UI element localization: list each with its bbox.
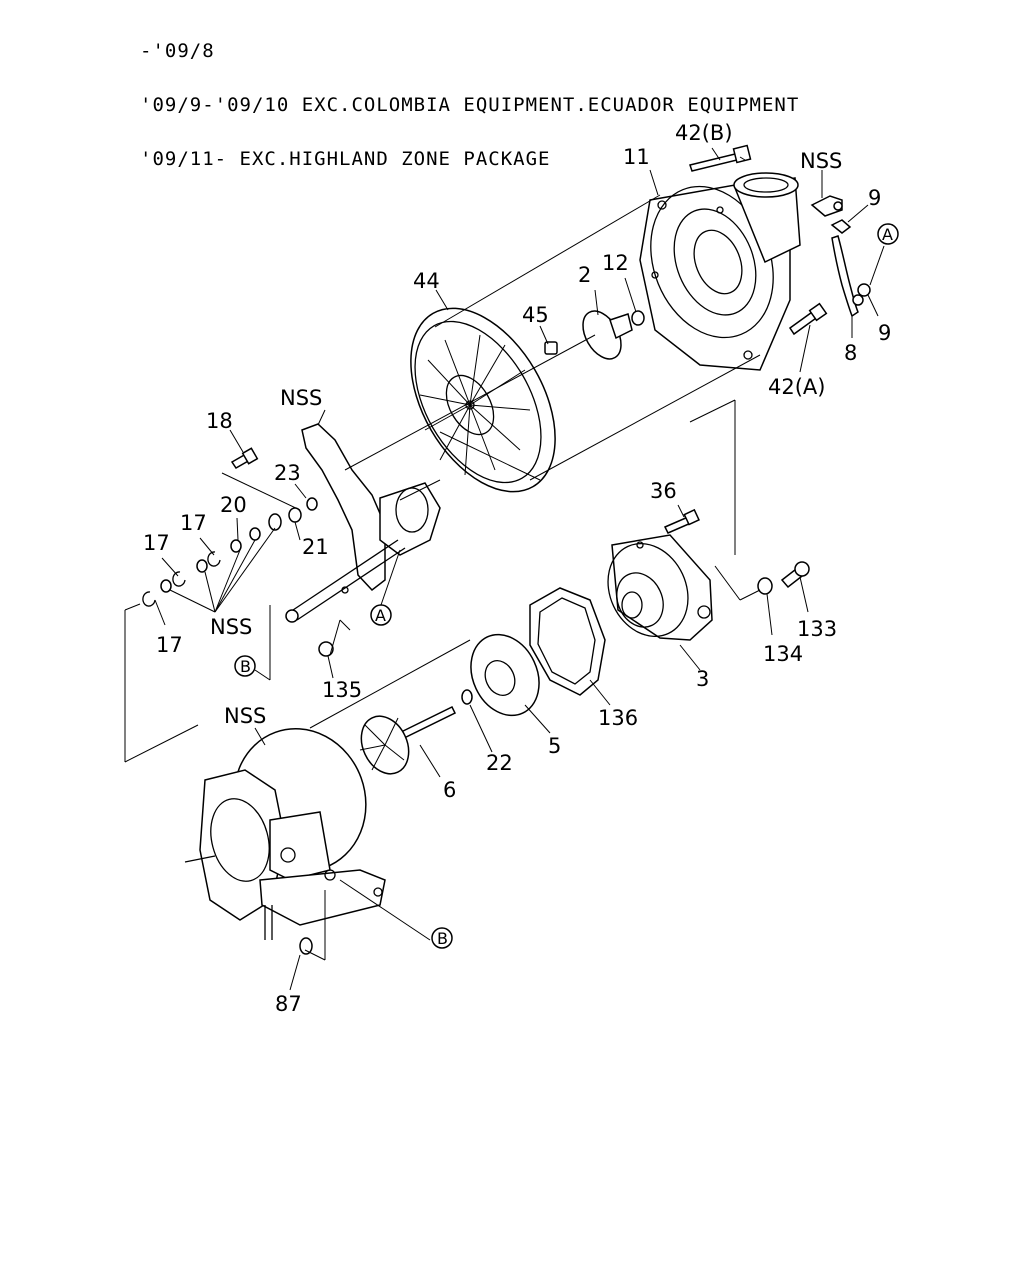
- washer-20[interactable]: [230, 527, 261, 553]
- fitting-nss-top[interactable]: [810, 195, 843, 217]
- label-18: 18: [206, 409, 233, 433]
- clamp-9[interactable]: [852, 283, 871, 306]
- turbine-shaft-wheel-6[interactable]: [352, 705, 457, 781]
- ref-marker-b-housing: B: [431, 927, 453, 949]
- nut-135[interactable]: [318, 641, 334, 657]
- part-labels: 42(B) 11 NSS 9 44 2 12 45 8 9 42(A) NSS …: [143, 121, 891, 1016]
- clip-17a[interactable]: [196, 551, 221, 573]
- model-applicability-header: -'09/8 '09/9-'09/10 EXC.COLOMBIA EQUIPME…: [140, 6, 799, 186]
- label-nss-housing: NSS: [224, 704, 266, 728]
- elbow-fitting-9[interactable]: [830, 219, 852, 234]
- center-housing[interactable]: [593, 530, 713, 649]
- compressor-wheel-2[interactable]: [575, 304, 633, 365]
- label-8: 8: [844, 341, 857, 365]
- gasket-136[interactable]: [529, 587, 606, 696]
- label-9-bottom: 9: [878, 321, 891, 345]
- bolt-36[interactable]: [663, 508, 700, 534]
- leader-lines: [124, 147, 885, 991]
- label-2: 2: [578, 263, 591, 287]
- label-135: 135: [322, 678, 362, 702]
- bolt-45[interactable]: [544, 341, 558, 355]
- svg-text:A: A: [882, 225, 893, 244]
- label-17-a: 17: [180, 511, 207, 535]
- bolt-42b[interactable]: [689, 144, 752, 172]
- ref-marker-a-top: A: [877, 223, 899, 245]
- header-line-2: '09/9-'09/10 EXC.COLOMBIA EQUIPMENT.ECUA…: [140, 94, 800, 116]
- label-42a: 42(A): [768, 375, 825, 399]
- label-42b: 42(B): [675, 121, 733, 145]
- label-36: 36: [650, 479, 677, 503]
- clip-17c[interactable]: [142, 591, 156, 607]
- bolt-18[interactable]: [230, 447, 259, 469]
- label-45: 45: [522, 303, 549, 327]
- header-line-3: '09/11- EXC.HIGHLAND ZONE PACKAGE: [140, 148, 551, 170]
- svg-text:B: B: [437, 929, 448, 948]
- label-6: 6: [443, 778, 456, 802]
- heat-shield-5[interactable]: [458, 623, 552, 726]
- label-22: 22: [486, 751, 513, 775]
- compressor-housing[interactable]: [629, 168, 801, 371]
- svg-text:A: A: [375, 606, 386, 625]
- label-nss-washers: NSS: [210, 615, 252, 639]
- nut-87[interactable]: [299, 937, 313, 955]
- washer-23[interactable]: [306, 497, 318, 511]
- label-134: 134: [763, 642, 803, 666]
- label-3: 3: [696, 667, 709, 691]
- label-12: 12: [602, 251, 629, 275]
- header-line-1: -'09/8: [140, 40, 215, 62]
- label-23: 23: [274, 461, 301, 485]
- label-nss-bracket: NSS: [280, 386, 322, 410]
- label-20: 20: [220, 493, 247, 517]
- seal-ring-22[interactable]: [461, 689, 473, 705]
- seal-plate[interactable]: [381, 283, 585, 516]
- label-133: 133: [797, 617, 837, 641]
- label-21: 21: [302, 535, 329, 559]
- ref-marker-b-left: B: [234, 655, 256, 677]
- union-bolt-133[interactable]: [780, 561, 810, 589]
- label-17-b: 17: [143, 531, 170, 555]
- label-17-c: 17: [156, 633, 183, 657]
- svg-text:B: B: [240, 657, 251, 676]
- washer-134[interactable]: [757, 577, 773, 595]
- label-9-top: 9: [868, 186, 881, 210]
- label-44: 44: [413, 269, 440, 293]
- clip-17b[interactable]: [160, 571, 186, 593]
- label-11: 11: [623, 145, 650, 169]
- actuator-bracket[interactable]: [285, 423, 441, 623]
- turbine-housing[interactable]: [184, 710, 386, 940]
- label-136: 136: [598, 706, 638, 730]
- label-87: 87: [275, 992, 302, 1016]
- bolt-42a[interactable]: [788, 302, 828, 336]
- ref-marker-a-bracket: A: [370, 604, 392, 626]
- label-5: 5: [548, 734, 561, 758]
- label-nss-top: NSS: [800, 149, 842, 173]
- nut-12[interactable]: [631, 310, 645, 326]
